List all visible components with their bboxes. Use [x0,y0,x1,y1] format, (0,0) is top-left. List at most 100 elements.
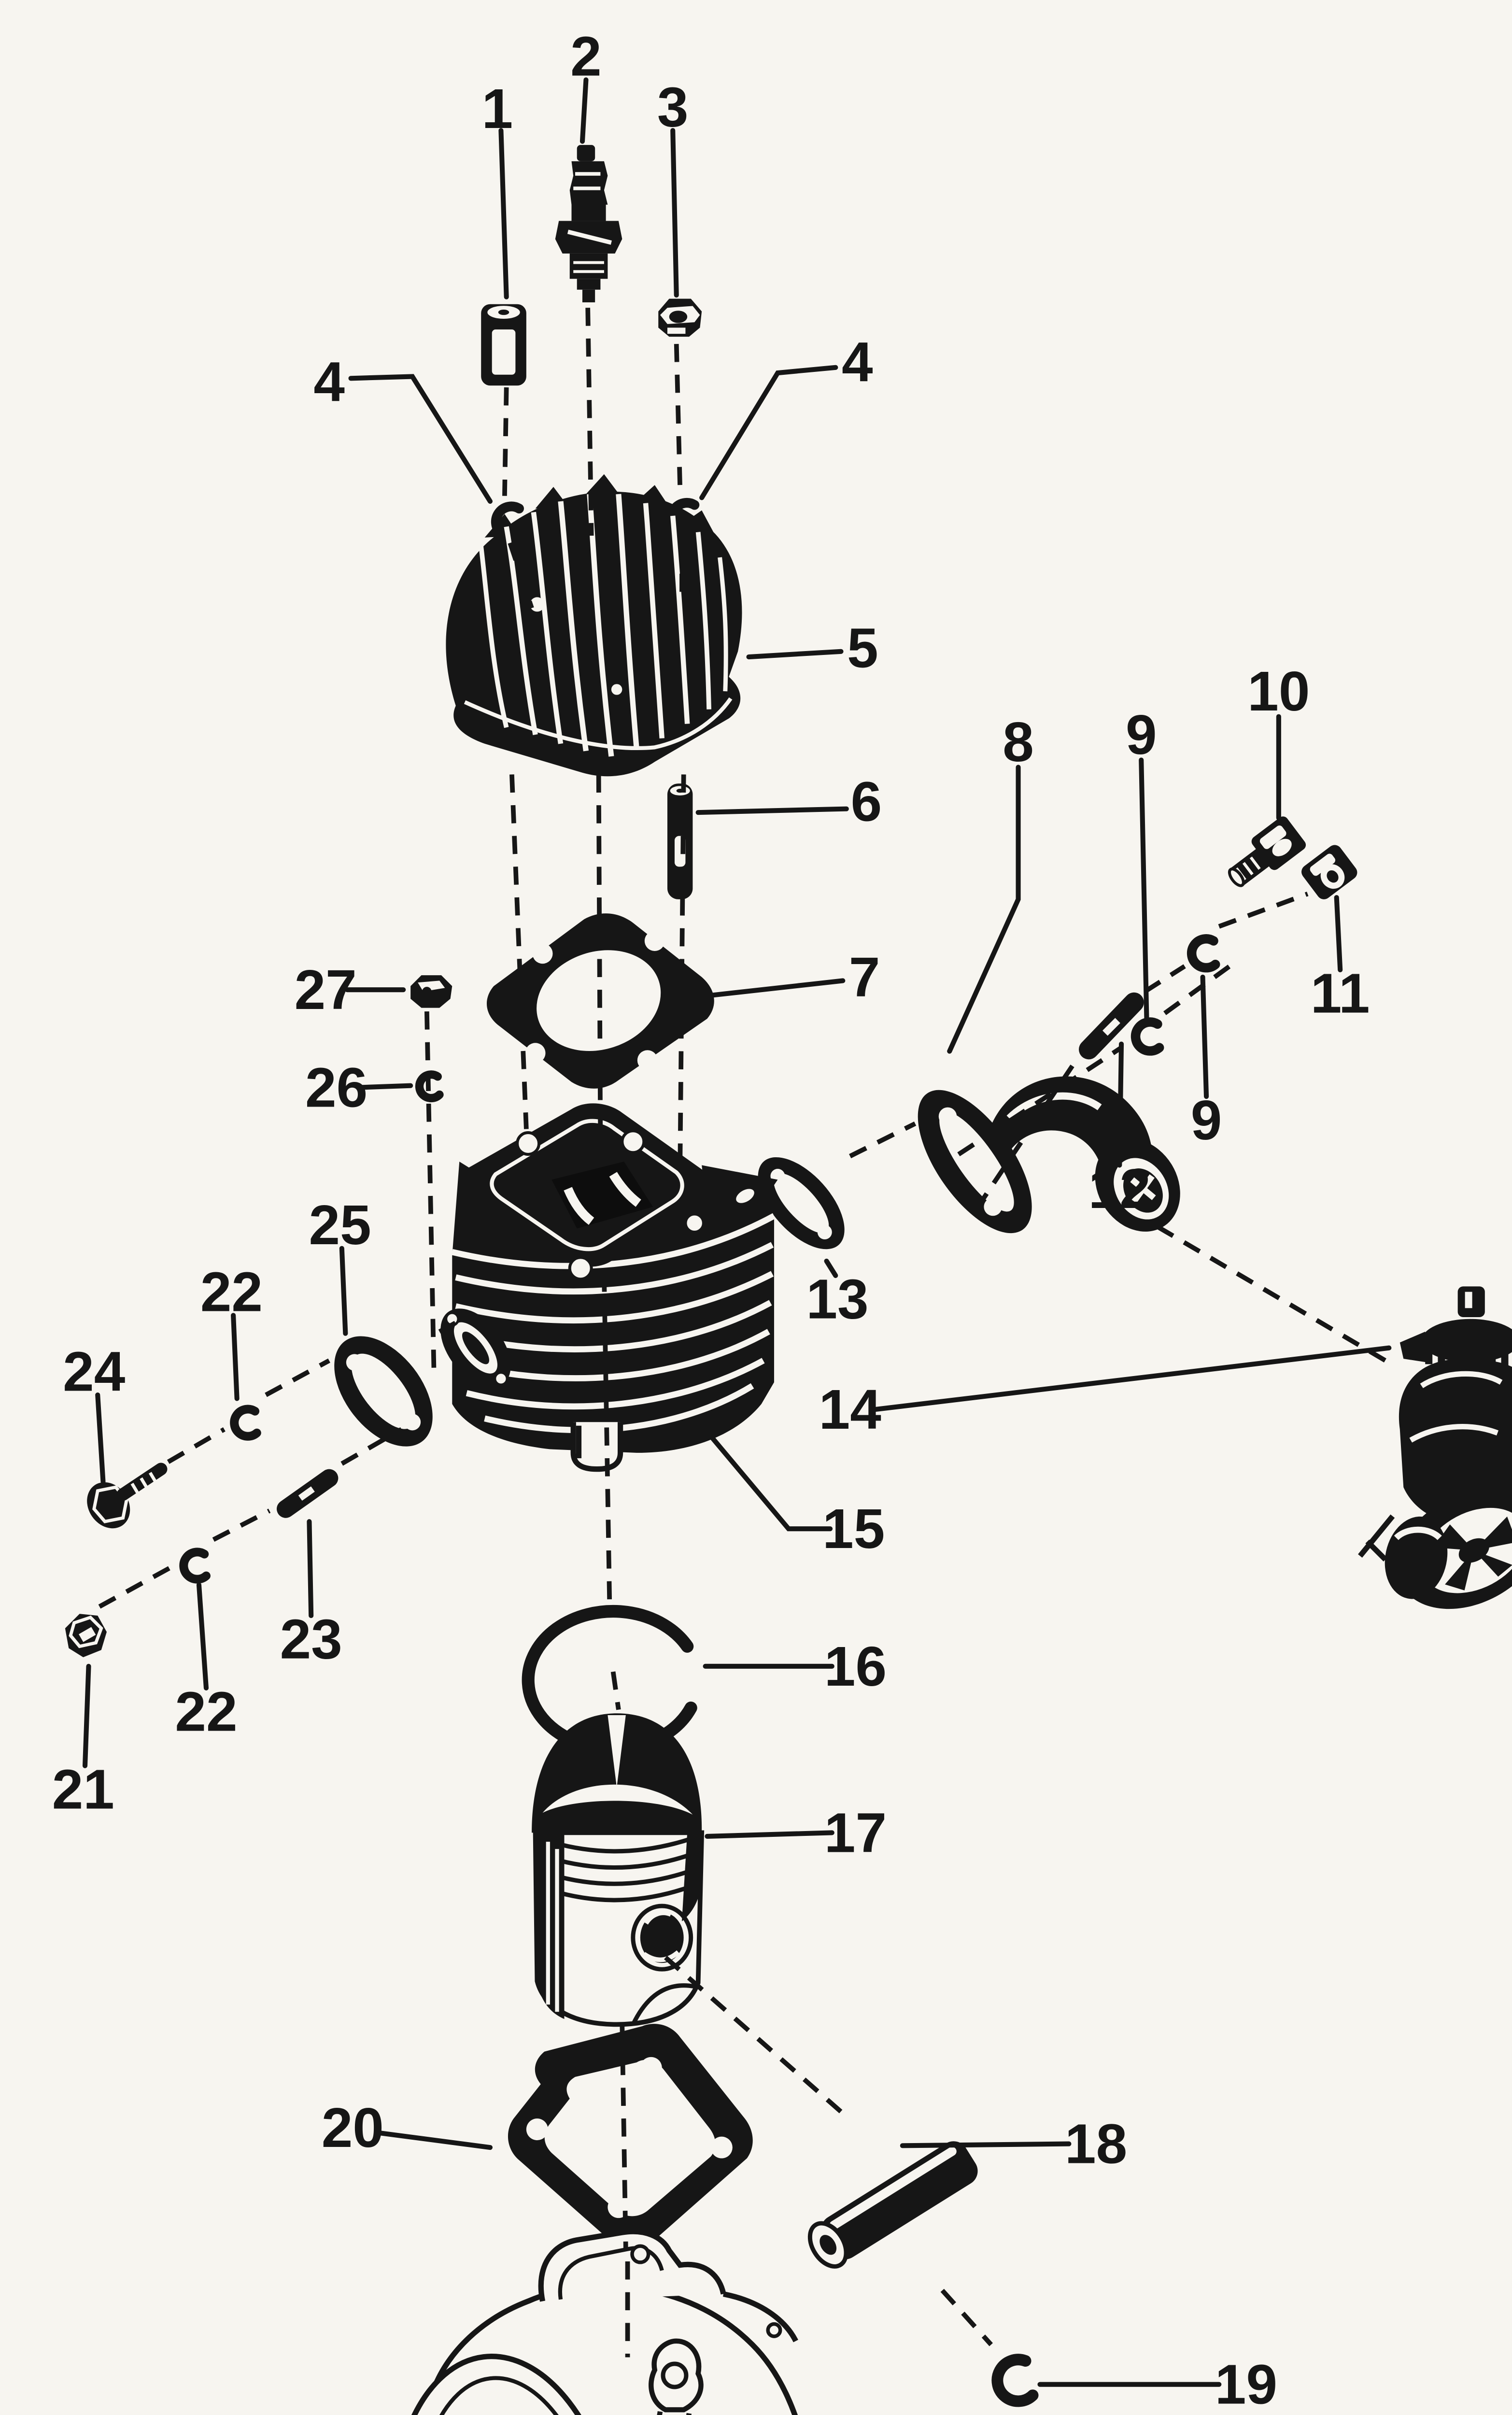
label-2-spark-plug: 2 [570,25,602,88]
label-7-head-gasket: 7 [849,946,880,1009]
construction-axes [98,308,1387,2358]
axis-exhaust-lower-2 [212,1508,271,1542]
label-9-spring-washer: 9 [1191,1089,1222,1151]
axis-intake-gasket-axis-2 [849,1121,917,1159]
intake-manifold-part [918,1076,1180,1234]
axis-head-bolt-right-3 [678,774,686,1169]
label-17-piston: 17 [824,1801,887,1864]
label-18-piston-pin: 18 [1065,2113,1127,2175]
leader-26-spring-washer [357,1083,413,1090]
stud-12-part [1079,992,1144,1060]
piston-part [532,1713,705,2027]
plug-nut-part [658,298,702,337]
leader-8-intake-manifold [947,765,1021,1054]
stud-23-part [277,1469,339,1518]
axis-carburetor-mount [1156,1224,1387,1363]
cylinder-part [440,1103,778,1472]
axis-main-centerline-2 [610,1671,621,1710]
carburetor-part [1358,1286,1512,1609]
circlip-part [991,2354,1039,2407]
axis-exhaust-lower [98,1564,173,1609]
hex-nut-27-part [410,975,452,1008]
label-10-hex-bolt: 10 [1247,660,1310,723]
axis-head-bolt-left-3 [509,774,529,1129]
axis-exhaust-upper [167,1427,226,1464]
leader-9-spring-washer [1139,757,1149,1022]
dowel-stud-part [667,783,693,899]
leader-6-dowel-stud [695,806,849,815]
label-22-spring-washer: 22 [200,1261,263,1323]
leader-18-piston-pin [900,2141,1072,2148]
label-19-circlip: 19 [1215,2353,1277,2415]
crankcase-part [390,2229,798,2415]
label-4-spring-washer: 4 [313,351,345,413]
leader-22-spring-washer [196,1582,209,1690]
label-3-plug-nut: 3 [657,75,689,138]
label-9-spring-washer: 9 [1126,703,1157,766]
axis-exhaust-upper-2 [265,1358,330,1397]
axis-spark-plug-axis-2 [596,774,603,1148]
hex-nut-11-part [1301,845,1357,899]
label-26-spring-washer: 26 [305,1056,367,1119]
leader-3-plug-nut [670,128,679,298]
leader-13-intake-gasket [824,1258,838,1278]
leader-24-hex-bolt [95,1392,106,1484]
label-15-cylinder: 15 [822,1497,885,1560]
axis-piston-pin-axis-2 [940,2288,993,2346]
axis-head-bolt-left [502,387,509,496]
leader-17-piston [705,1830,834,1839]
label-6-dowel-stud: 6 [851,770,882,833]
spring-washer-9-lower [1187,934,1220,973]
axis-head-nut-front [424,1011,437,1379]
spring-washer-9-upper [1130,1017,1164,1056]
leader-23-stud [307,1519,314,1619]
label-16-piston-ring: 16 [824,1635,887,1698]
leader-5-cylinder-head [746,649,844,660]
leader-20-base-gasket [377,2131,493,2150]
label-20-base-gasket: 20 [322,2096,384,2159]
label-27-hex-nut: 27 [295,958,357,1021]
leader-14-carburetor [873,1345,1392,1412]
label-21-hex-bolt: 21 [52,1758,114,1821]
label-4-spring-washer: 4 [842,331,873,394]
leader-7-head-gasket [710,978,846,998]
axis-spark-plug-axis [585,308,594,536]
label-8-intake-manifold: 8 [1003,710,1034,773]
leader-22-spring-washer [231,1313,240,1401]
leader-1-spacer-sleeve [498,128,509,299]
leader-12-stud [1117,1041,1124,1168]
hex-bolt-21-part [65,1614,107,1658]
leader-4-spring-washer [699,365,838,500]
axis-intake-lower-stud-3 [1218,892,1309,929]
spring-washer-22-lower-part [179,1548,211,1584]
axis-intake-lower-stud-2 [1144,964,1186,994]
spring-washer-22-upper-part [230,1405,261,1441]
hex-bolt-10-part [1228,816,1306,887]
leader-9-spring-washer [1200,974,1209,1099]
axis-main-centerline-1 [602,1274,612,1600]
label-22-spring-washer: 22 [175,1680,237,1743]
leader-lines [82,77,1392,2387]
spark-plug-part [555,145,622,302]
label-13-intake-gasket: 13 [806,1268,868,1331]
label-23-stud: 23 [280,1608,342,1671]
spring-washer-26-part [415,1070,444,1103]
axis-main-centerline-3 [620,2026,628,2249]
piston-pin-part [807,2141,978,2269]
base-gasket-part [508,2024,753,2248]
leader-4-spring-washer [348,374,493,504]
cylinder-head-part [446,474,742,777]
leader-25-exhaust-gasket [339,1246,348,1336]
label-24-hex-bolt: 24 [63,1340,125,1403]
axis-piston-pin-axis [664,1956,847,2117]
axis-head-bolt-right [674,343,683,489]
label-5-cylinder-head: 5 [847,616,878,679]
label-1-spacer-sleeve: 1 [482,77,513,140]
label-25-exhaust-gasket: 25 [309,1193,371,1256]
axis-intake-gasket-axis [722,1199,757,1222]
label-14-carburetor: 14 [819,1378,881,1441]
exhaust-gasket-25-part [334,1336,433,1447]
leader-2-spark-plug [579,77,589,144]
